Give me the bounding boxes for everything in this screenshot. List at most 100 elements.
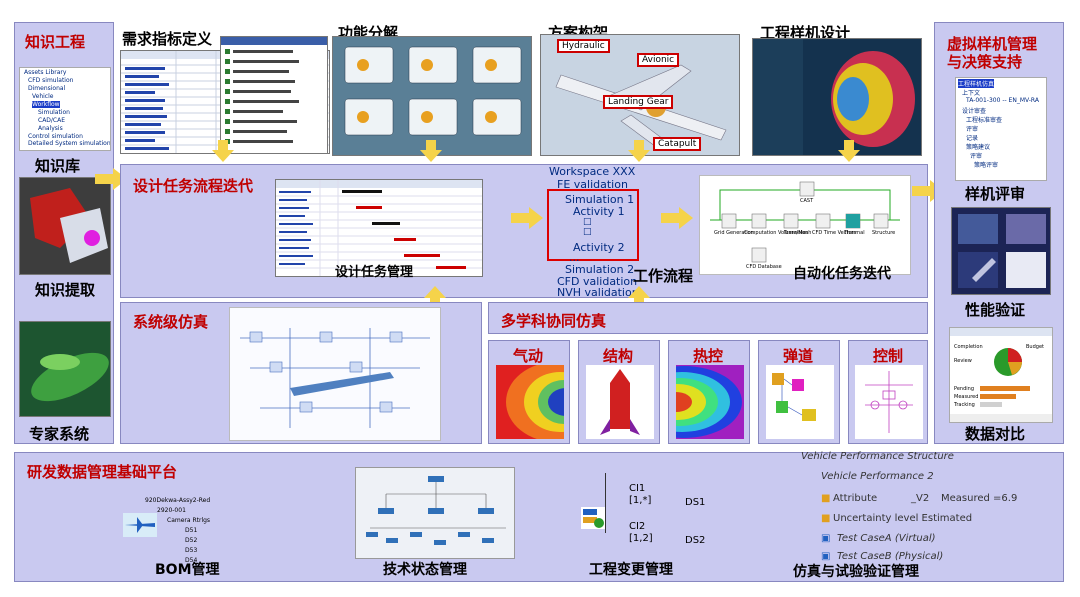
- flow-node-cast[interactable]: CAST: [800, 198, 814, 204]
- vp-uncertainty[interactable]: Uncertainty level Estimated: [833, 513, 973, 524]
- gantt-screenshot: [275, 179, 483, 277]
- req-title: 需求指标定义: [122, 30, 213, 48]
- tree-item[interactable]: 评审: [970, 153, 983, 160]
- discipline-control[interactable]: 控制: [848, 340, 928, 444]
- control-label: 控制: [873, 347, 904, 365]
- bom-item[interactable]: Camera Rtrlgs: [167, 517, 211, 524]
- test-case-icon: ▣: [821, 551, 831, 562]
- cmp-label: Pending: [954, 386, 974, 392]
- tree-item[interactable]: 策略建议: [966, 144, 991, 151]
- tree-simulation-1[interactable]: Simulation 1: [565, 193, 635, 206]
- tree-activity-2[interactable]: Activity 2: [573, 241, 625, 254]
- flow-node-structure[interactable]: Structure: [872, 230, 896, 236]
- tree-item[interactable]: 记录: [966, 135, 979, 142]
- vp-root[interactable]: Vehicle Performance Structure: [801, 451, 954, 462]
- tree-item[interactable]: 上下文: [962, 90, 981, 97]
- flow-node-cfd-time[interactable]: CFD Time Vectors: [812, 230, 857, 236]
- bottom-item-change: 工程变更管理: [589, 562, 673, 578]
- left-item-expert-system: 专家系统: [29, 425, 90, 443]
- tree-item[interactable]: Control simulation: [28, 133, 83, 140]
- flow-node-thermal[interactable]: Thermal: [844, 230, 865, 236]
- tree-item[interactable]: CAD/CAE: [38, 117, 66, 124]
- tree-item[interactable]: Analysis: [38, 125, 63, 132]
- right-item-compare: 数据对比: [965, 425, 1026, 443]
- ballistic-plot: [766, 365, 834, 439]
- tag-catapult: Catapult: [653, 137, 702, 151]
- vp-test-b[interactable]: Test CaseB (Physical): [837, 551, 944, 562]
- vp-attribute[interactable]: Attribute: [833, 493, 878, 504]
- tree-workspace[interactable]: Workspace XXX: [549, 165, 636, 178]
- bom-item[interactable]: D51: [185, 527, 198, 534]
- discipline-aero[interactable]: 气动: [488, 340, 570, 444]
- auto-iter-label: 自动化任务迭代: [793, 266, 891, 282]
- flow-node-computation[interactable]: Computation Volume/Mesh: [744, 230, 812, 236]
- test-case-icon: ▣: [821, 533, 831, 544]
- right-panel: 虚拟样机管理 与决策支持 工程样机仿真 上下文 TA-001-300 -- EN…: [934, 22, 1064, 444]
- discipline-thermal[interactable]: 热控: [668, 340, 750, 444]
- airplane-icon: [123, 513, 157, 537]
- tree-cfd-validation[interactable]: CFD validation: [557, 275, 638, 288]
- tree-item[interactable]: 工程样机仿真: [958, 79, 995, 88]
- system-sim-screenshot: [229, 307, 441, 441]
- tree-item[interactable]: Workflow: [32, 101, 60, 108]
- arrow-right-icon: [511, 207, 543, 229]
- tree-item[interactable]: Assets Library: [24, 69, 67, 76]
- bom-tree: 920Dekwa-Assy2-Red 2920-001 Camera Rtrlg…: [145, 497, 265, 564]
- tree-item[interactable]: 策略评审: [974, 162, 999, 169]
- func-diagram: [344, 46, 522, 136]
- right-item-perf: 性能验证: [965, 301, 1026, 319]
- arrow-down-icon: [628, 140, 650, 162]
- vp-test-a[interactable]: Test CaseA (Virtual): [837, 533, 936, 544]
- tree-simulation-2[interactable]: Simulation 2: [565, 263, 635, 276]
- perf-render: [952, 208, 1050, 294]
- workflow-label: 工作流程: [633, 267, 694, 285]
- system-model-diagram: [240, 328, 430, 428]
- tree-activity-1[interactable]: Activity 1: [573, 205, 625, 218]
- engine-render: [753, 39, 921, 155]
- folder-icon: ■: [821, 513, 831, 524]
- perf-verify-image: [951, 207, 1051, 295]
- multi-sim-title: 多学科协同仿真: [501, 312, 607, 330]
- bom-item[interactable]: D52: [185, 537, 198, 544]
- flow-node-cfd-db[interactable]: CFD Database: [746, 264, 782, 270]
- tree-item[interactable]: CFD simulation: [28, 77, 74, 84]
- ci-2-mult: [1,2]: [629, 533, 653, 544]
- vp-2[interactable]: Vehicle Performance 2: [821, 471, 934, 482]
- bom-item[interactable]: 2920-001: [157, 507, 186, 514]
- tree-item[interactable]: Dimensional: [28, 85, 66, 92]
- tag-landing-gear: Landing Gear: [603, 95, 674, 109]
- tree-item[interactable]: 设计审查: [962, 108, 987, 115]
- data-compare-chart: [950, 328, 1052, 422]
- tree-item[interactable]: 评审: [966, 126, 979, 133]
- tree-item[interactable]: Detailed System simulation: [28, 140, 111, 147]
- ds-1[interactable]: DS1: [685, 497, 706, 508]
- gantt-chart: [276, 180, 482, 276]
- vp-tree: Vehicle Performance Structure Vehicle Pe…: [775, 451, 1055, 562]
- cmp-label: Measured: [954, 394, 979, 400]
- tree-item[interactable]: Simulation: [38, 109, 70, 116]
- expert-render: [20, 322, 110, 416]
- vp-measured: Measured =6.9: [941, 493, 1018, 504]
- discipline-structure[interactable]: 结构: [578, 340, 660, 444]
- folder-icon: ■: [821, 493, 831, 504]
- discipline-ballistic[interactable]: 弹道: [758, 340, 840, 444]
- flow-node-grid[interactable]: Grid Generation: [714, 230, 754, 236]
- tech-status-tree: [366, 476, 506, 545]
- bom-item[interactable]: D54: [185, 557, 198, 564]
- tree-nvh-validation[interactable]: NVH validation: [557, 286, 639, 299]
- design-title: 设计任务流程迭代: [133, 177, 254, 195]
- tree-item[interactable]: TA-001-300 -- EN_MV-RA: [966, 97, 1039, 104]
- tree-item[interactable]: 工程标准审查: [966, 117, 1003, 124]
- thermal-plot: [676, 365, 744, 439]
- ci-1-mult: [1,*]: [629, 495, 652, 506]
- left-item-knowledge-base: 知识库: [35, 157, 81, 175]
- ci-1[interactable]: CI1: [629, 483, 646, 494]
- ds-2[interactable]: DS2: [685, 535, 706, 546]
- tree-fe-validation[interactable]: FE validation: [557, 178, 628, 191]
- ci-2[interactable]: CI2: [629, 521, 646, 532]
- bom-item[interactable]: 920Dekwa-Assy2-Red: [145, 497, 211, 504]
- flow-node-transition[interactable]: Transition: [784, 230, 809, 236]
- bom-item[interactable]: D53: [185, 547, 198, 554]
- tree-item[interactable]: Vehicle: [32, 93, 54, 100]
- func-screenshot: [332, 36, 532, 156]
